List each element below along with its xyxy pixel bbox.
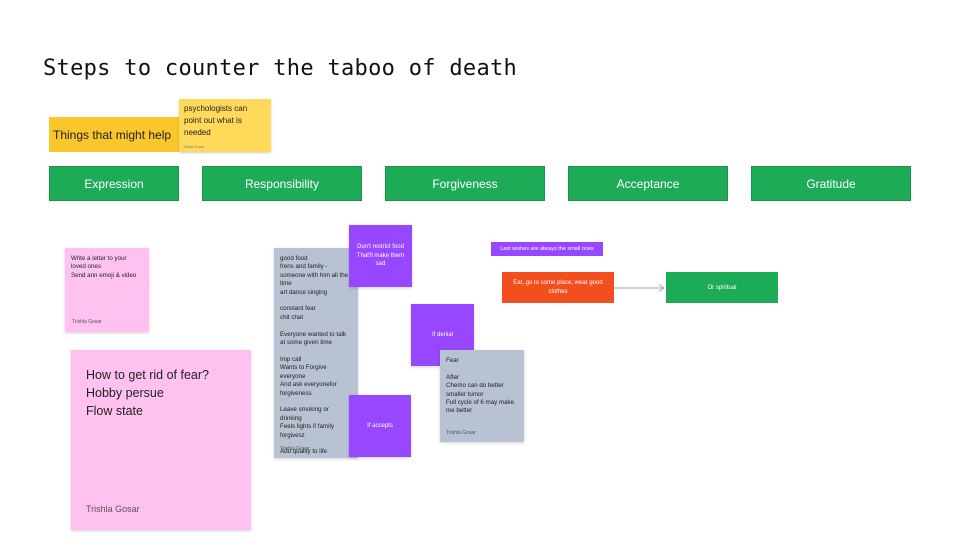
last-wishes-text: Last wishes are always the small ones bbox=[500, 246, 594, 252]
responsibility-note-author: Trishla Gosar bbox=[280, 446, 310, 452]
or-spiritual-note[interactable]: Or spiritual bbox=[666, 272, 778, 303]
connector-arrow bbox=[614, 284, 665, 292]
responsibility-note[interactable]: good food frens and family - someone wit… bbox=[274, 248, 358, 458]
category-label: Gratitude bbox=[806, 176, 856, 191]
page-title: Steps to counter the taboo of death bbox=[43, 56, 518, 81]
if-accepts-note[interactable]: If accepts bbox=[349, 395, 411, 457]
responsibility-note-text: good food frens and family - someone wit… bbox=[280, 255, 349, 456]
psychologists-note[interactable]: psychologists can point out what is need… bbox=[179, 99, 271, 152]
if-denial-text: If denial bbox=[431, 332, 453, 338]
forgiveness-note[interactable]: Fear After Chemo can do better smaller t… bbox=[440, 350, 524, 442]
psychologists-text: psychologists can point out what is need… bbox=[184, 104, 248, 137]
if-accepts-text: If accepts bbox=[367, 423, 393, 429]
expression-note[interactable]: Write a letter to your loved ones Send a… bbox=[65, 248, 149, 332]
or-spiritual-text: Or spiritual bbox=[707, 284, 737, 291]
category-forgiveness[interactable]: Forgiveness bbox=[385, 166, 545, 201]
eat-go-text: Eat, go to some place, wear good clothes bbox=[513, 280, 603, 295]
dont-restrict-text: Don't restrict food That'll make them sa… bbox=[356, 244, 405, 268]
category-label: Responsibility bbox=[244, 176, 320, 191]
forgiveness-note-author: Trishla Gosar bbox=[446, 430, 476, 436]
dont-restrict-food-note[interactable]: Don't restrict food That'll make them sa… bbox=[349, 225, 412, 287]
things-label: Things that might help bbox=[53, 127, 172, 142]
forgiveness-note-text: Fear After Chemo can do better smaller t… bbox=[446, 357, 515, 415]
category-label: Acceptance bbox=[616, 176, 680, 191]
psychologists-author: Trishla Gosar bbox=[183, 145, 204, 149]
category-responsibility[interactable]: Responsibility bbox=[202, 166, 362, 201]
last-wishes-label[interactable]: Last wishes are always the small ones bbox=[491, 242, 603, 256]
category-label: Expression bbox=[84, 176, 144, 191]
fear-line-2: Hobby persue bbox=[86, 386, 164, 400]
fear-line-3: Flow state bbox=[86, 404, 143, 418]
category-acceptance[interactable]: Acceptance bbox=[568, 166, 728, 201]
fear-line-1: How to get rid of fear? bbox=[86, 368, 209, 382]
eat-go-note[interactable]: Eat, go to some place, wear good clothes bbox=[502, 272, 614, 303]
category-expression[interactable]: Expression bbox=[49, 166, 179, 201]
expression-note-text: Write a letter to your loved ones Send a… bbox=[71, 255, 137, 279]
category-label: Forgiveness bbox=[432, 176, 498, 191]
fear-note[interactable]: How to get rid of fear? Hobby persue Flo… bbox=[71, 350, 251, 530]
expression-note-author: Trishla Gosar bbox=[72, 319, 102, 325]
fear-note-author: Trishla Gosar bbox=[86, 504, 140, 514]
things-that-might-help-note[interactable]: Things that might help bbox=[49, 117, 181, 152]
category-gratitude[interactable]: Gratitude bbox=[751, 166, 911, 201]
